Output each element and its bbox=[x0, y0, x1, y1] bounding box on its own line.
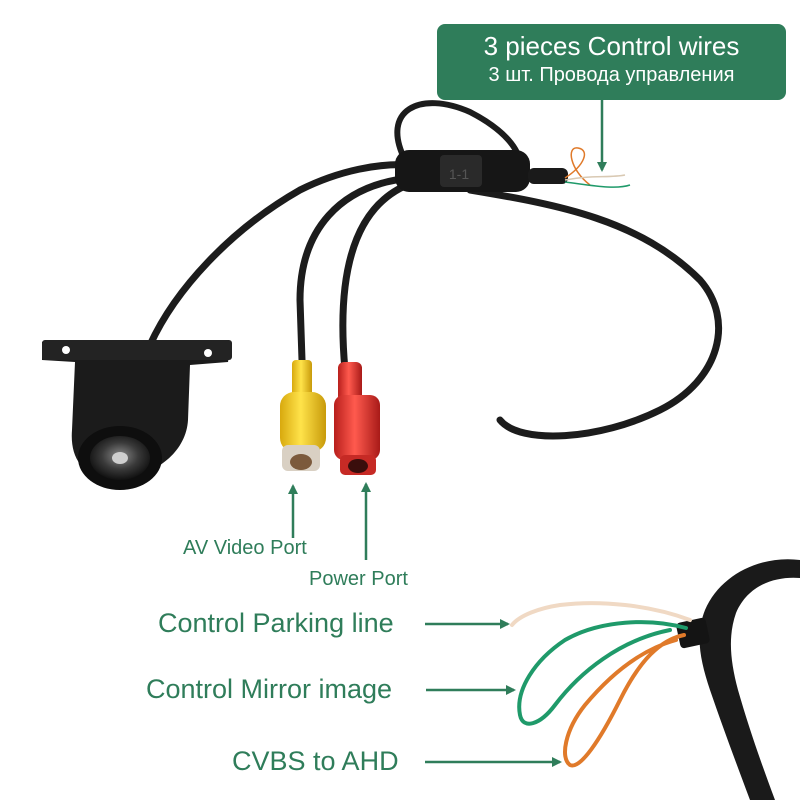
closeup-wires bbox=[510, 601, 692, 768]
inline-connector: 1-1 bbox=[395, 150, 568, 192]
mirror-image-label: Control Mirror image bbox=[146, 674, 393, 704]
dc-red-plug bbox=[334, 362, 380, 475]
rca-yellow-plug bbox=[280, 360, 326, 471]
cable-closeup bbox=[676, 559, 800, 800]
control-wires-callout: 3 pieces Control wires 3 шт. Провода упр… bbox=[437, 24, 786, 100]
connector-marking: 1-1 bbox=[449, 166, 469, 182]
power-port-label: Power Port bbox=[309, 568, 408, 590]
cable-bundle bbox=[146, 100, 723, 440]
connector-thin-wires bbox=[564, 147, 631, 188]
callout-title: 3 pieces Control wires bbox=[483, 31, 740, 61]
cvbs-ahd-label: CVBS to AHD bbox=[232, 746, 399, 776]
parking-line-label: Control Parking line bbox=[158, 608, 394, 638]
callout-subtitle: 3 шт. Провода управления bbox=[488, 64, 735, 86]
av-video-port-label: AV Video Port bbox=[183, 537, 307, 559]
camera-body bbox=[42, 340, 232, 490]
